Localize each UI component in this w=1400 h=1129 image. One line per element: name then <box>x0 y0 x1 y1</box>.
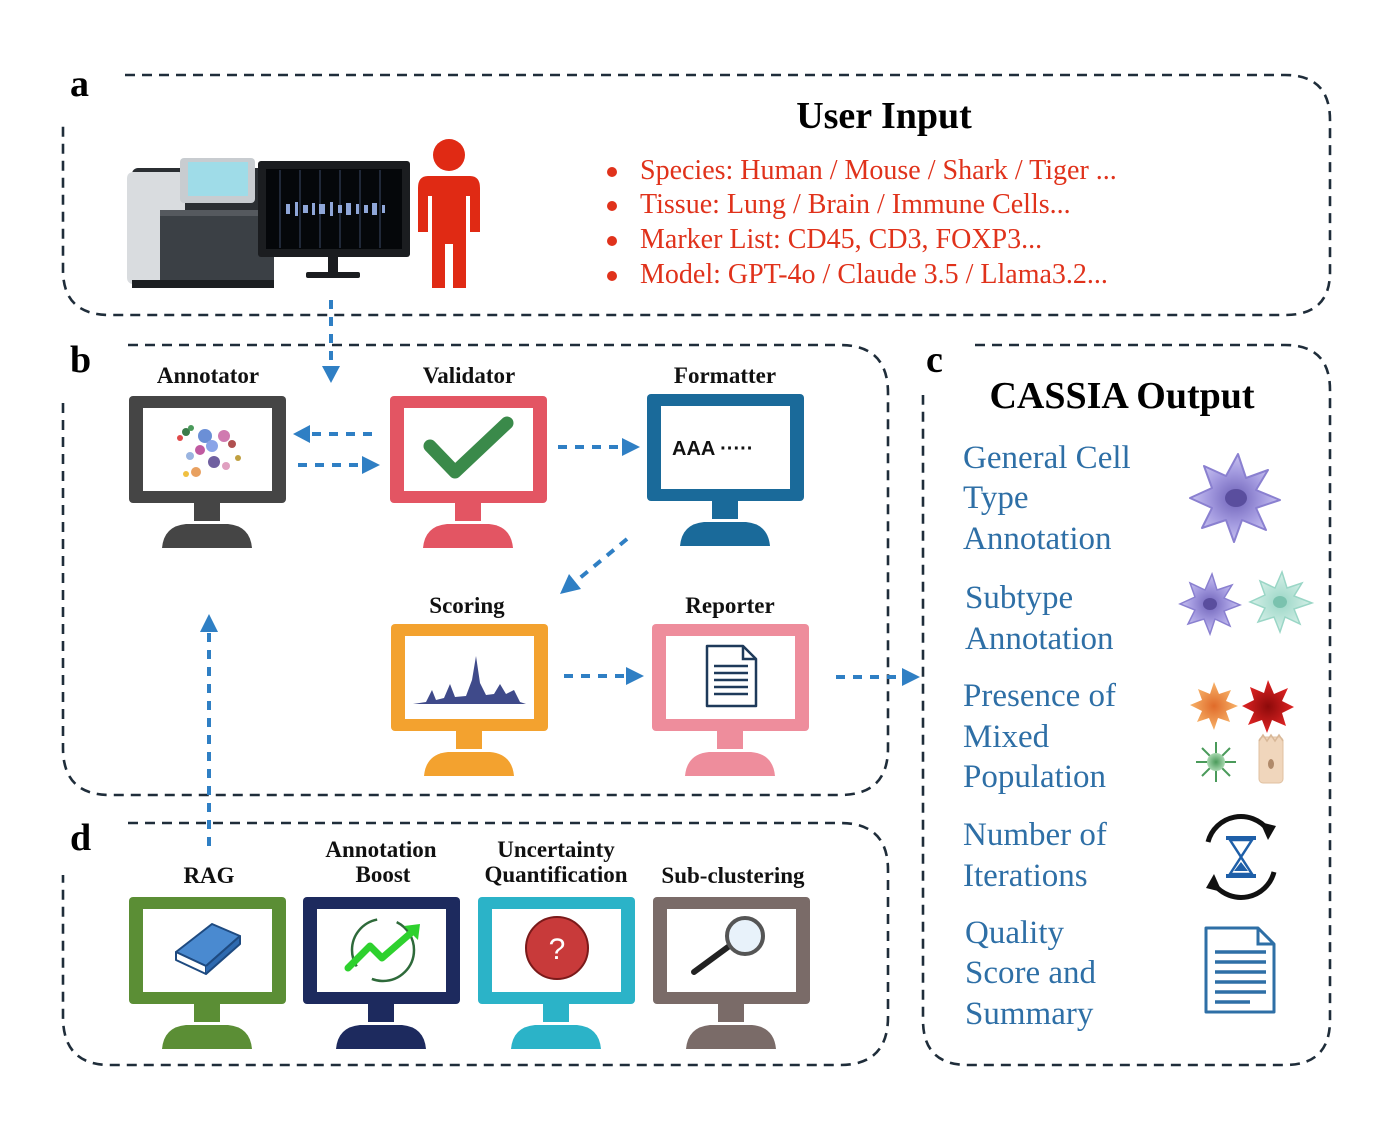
arrow-annotator-to-validator <box>298 456 380 474</box>
person-icon <box>418 139 480 288</box>
reporter-agent: Reporter <box>652 593 809 776</box>
output-line: Subtype <box>965 580 1073 616</box>
mixed-cells-icon <box>1190 680 1294 784</box>
panel-label-b: b <box>70 339 91 381</box>
boost-arrow-icon <box>344 917 420 983</box>
arrow-rag-to-annotator <box>200 614 218 846</box>
subclustering-module: Sub-clustering <box>653 863 810 1049</box>
output-line: Summary <box>965 996 1094 1032</box>
output-subtype-annotation: Subtype Annotation <box>965 569 1315 657</box>
subtype-cells-icon <box>1178 569 1315 637</box>
purple-cell-icon <box>1189 453 1281 543</box>
validator-label: Validator <box>423 363 515 388</box>
output-mixed-population: Presence of Mixed Population <box>963 678 1294 795</box>
input-species: Species: Human / Mouse / Shark / Tiger .… <box>640 155 1117 186</box>
reporter-label: Reporter <box>685 593 774 618</box>
output-line: Quality <box>965 915 1064 951</box>
output-line: Number of <box>963 817 1107 853</box>
book-icon <box>175 923 241 975</box>
umap-cluster-icon <box>177 425 241 477</box>
output-line: Presence of <box>963 678 1116 714</box>
arrow-reporter-to-output <box>836 668 920 686</box>
output-line: Iterations <box>963 858 1088 894</box>
output-line: General Cell <box>963 440 1131 476</box>
boost-label-line2: Boost <box>356 862 411 887</box>
bullet <box>607 201 617 211</box>
sequencer-machine-icon <box>127 158 274 288</box>
bullet <box>607 271 617 281</box>
uncertainty-module: Uncertainty Quantification ? <box>478 837 635 1049</box>
output-line: Annotation <box>963 521 1111 557</box>
output-line: Annotation <box>965 621 1113 657</box>
question-icon: ? <box>525 916 589 980</box>
checkmark-icon <box>423 416 514 479</box>
output-number-of-iterations: Number of Iterations <box>963 814 1277 900</box>
question-mark: ? <box>549 933 566 966</box>
rag-label: RAG <box>183 863 234 888</box>
report-document-icon <box>705 644 758 708</box>
formatter-agent: Formatter AAA ····· <box>647 363 804 546</box>
output-general-cell-type: General Cell Type Annotation <box>963 440 1281 557</box>
output-line: Population <box>963 759 1106 795</box>
annotation-boost-module: Annotation Boost <box>303 837 460 1049</box>
output-quality-score: Quality Score and Summary <box>965 915 1276 1032</box>
document-icon <box>1204 926 1276 1014</box>
uncertainty-label-line1: Uncertainty <box>497 837 615 862</box>
arrow-formatter-to-scoring <box>560 537 629 594</box>
panel-label-d: d <box>70 817 91 859</box>
scoring-agent: Scoring <box>391 593 548 776</box>
panel-d-border <box>61 821 890 1067</box>
output-line: Mixed <box>963 719 1050 755</box>
bullet <box>607 236 617 246</box>
user-input-list: Species: Human / Mouse / Shark / Tiger .… <box>607 155 1117 290</box>
input-tissue: Tissue: Lung / Brain / Immune Cells... <box>640 189 1071 220</box>
output-line: Type <box>963 480 1029 516</box>
formatter-screen-text: AAA ····· <box>672 438 753 460</box>
annotator-agent: Annotator <box>129 363 286 548</box>
formatter-label: Formatter <box>674 363 776 388</box>
bullet <box>607 167 617 177</box>
cassia-output-title: CASSIA Output <box>989 375 1254 417</box>
arrow-input-to-annotator <box>322 300 340 383</box>
user-input-title: User Input <box>796 95 972 137</box>
panel-label-a: a <box>70 63 89 105</box>
panel-c-border <box>921 343 1332 1067</box>
magnifier-icon <box>691 916 765 975</box>
boost-label-line1: Annotation <box>325 837 436 862</box>
annotator-label: Annotator <box>157 363 259 388</box>
panel-label-c: c <box>926 339 943 381</box>
spectrum-chart-icon <box>413 656 526 704</box>
monitor-sequence-icon <box>258 161 410 278</box>
input-model: Model: GPT-4o / Claude 3.5 / Llama3.2... <box>640 259 1108 290</box>
validator-agent: Validator <box>390 363 547 548</box>
arrow-validator-to-annotator <box>293 425 372 443</box>
panel-b-border <box>61 343 890 797</box>
uncertainty-label-line2: Quantification <box>484 862 627 887</box>
hourglass-cycle-icon <box>1205 814 1277 900</box>
input-marker-list: Marker List: CD45, CD3, FOXP3... <box>640 224 1042 255</box>
output-line: Score and <box>965 955 1097 991</box>
scoring-label: Scoring <box>429 593 505 618</box>
rag-module: RAG <box>129 863 286 1049</box>
arrow-scoring-to-reporter <box>564 667 644 685</box>
subclustering-label: Sub-clustering <box>661 863 805 888</box>
arrow-validator-to-formatter <box>558 438 640 456</box>
panel-a-border <box>61 73 1332 317</box>
